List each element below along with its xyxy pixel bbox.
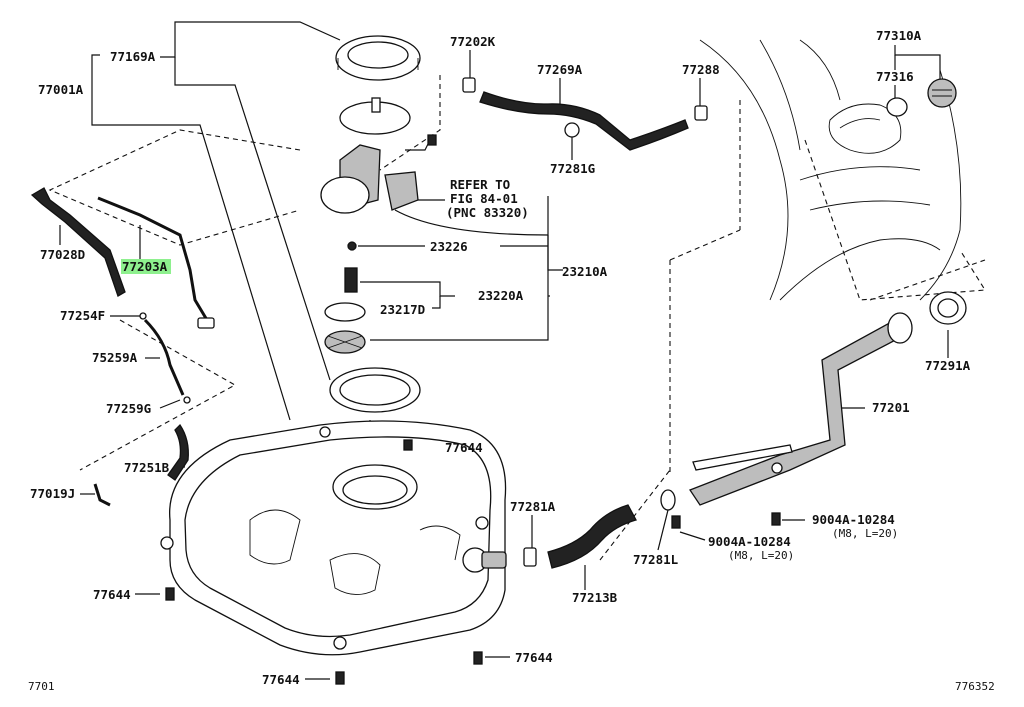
label-77316[interactable]: 77316 xyxy=(876,69,914,84)
label-77644-d[interactable]: 77644 xyxy=(515,650,553,665)
bolt-77644-a xyxy=(403,439,413,451)
bolt-9004a-a xyxy=(771,512,781,526)
page-ref-left: 7701 xyxy=(28,680,55,693)
clip-77019j xyxy=(93,483,111,507)
label-77291a[interactable]: 77291A xyxy=(925,358,971,373)
label-23220a[interactable]: 23220A xyxy=(478,288,524,303)
refer-line-3: (PNC 83320) xyxy=(446,205,529,220)
label-77001a[interactable]: 77001A xyxy=(38,82,84,97)
label-77310a[interactable]: 77310A xyxy=(876,28,922,43)
refer-line-2[interactable]: FIG 84-01 xyxy=(450,191,518,206)
part-highlight xyxy=(121,259,171,274)
label-77644-a[interactable]: 77644 xyxy=(445,440,483,455)
label-23217d[interactable]: 23217D xyxy=(380,302,425,317)
clamp-77281g xyxy=(564,122,580,138)
pump-gasket xyxy=(329,367,421,413)
bolts xyxy=(165,439,781,685)
label-9004a-right[interactable]: 9004A-10284 xyxy=(812,512,895,527)
label-77644-c[interactable]: 77644 xyxy=(262,672,300,687)
clamp-77281a xyxy=(523,547,537,567)
pump-module xyxy=(320,144,419,251)
labels: 77169A 77001A 77202K 77269A 77288 77310A… xyxy=(28,28,995,693)
hose-77269a xyxy=(479,91,689,151)
bolt-9004a-b xyxy=(671,515,681,529)
hose-77213b xyxy=(547,504,637,569)
clamp-77288 xyxy=(694,105,708,121)
label-77269a[interactable]: 77269A xyxy=(537,62,583,77)
filler-neck-seal-77291a xyxy=(929,291,967,325)
label-77281l[interactable]: 77281L xyxy=(633,552,679,567)
label-77254f[interactable]: 77254F xyxy=(60,308,105,323)
bolt-77644-d xyxy=(473,651,483,665)
fuel-tank[interactable] xyxy=(160,420,507,656)
label-77028d[interactable]: 77028D xyxy=(40,247,85,262)
bolt-77644-c xyxy=(335,671,345,685)
label-77251b[interactable]: 77251B xyxy=(124,460,170,475)
clamp-77281l xyxy=(660,489,676,511)
label-9004a-right-spec: (M8, L=20) xyxy=(832,527,898,540)
label-77644-b[interactable]: 77644 xyxy=(93,587,131,602)
label-23226[interactable]: 23226 xyxy=(430,239,468,254)
label-77203a[interactable]: 77203A xyxy=(122,259,168,274)
pump-lock-ring xyxy=(335,35,421,81)
hose-77251b xyxy=(167,423,189,481)
label-77201[interactable]: 77201 xyxy=(872,400,910,415)
label-77281g[interactable]: 77281G xyxy=(550,161,595,176)
label-75259a[interactable]: 75259A xyxy=(92,350,138,365)
label-23210a[interactable]: 23210A xyxy=(562,264,608,279)
filler-cap xyxy=(927,78,957,108)
cap-gasket-77316 xyxy=(886,97,908,117)
label-77213b[interactable]: 77213B xyxy=(572,590,618,605)
fuel-filter-parts xyxy=(324,267,366,354)
label-9004a-left[interactable]: 9004A-10284 xyxy=(708,534,791,549)
vehicle-body-outline xyxy=(699,39,962,301)
page-ref-right: 776352 xyxy=(955,680,995,693)
harness-77203a xyxy=(97,196,215,329)
label-77202k[interactable]: 77202K xyxy=(450,34,496,49)
bolt-77644-b xyxy=(165,587,175,601)
tank-outlet-fitting xyxy=(462,547,507,573)
label-77281a[interactable]: 77281A xyxy=(510,499,556,514)
pump-flange xyxy=(339,97,437,151)
label-77288[interactable]: 77288 xyxy=(682,62,720,77)
filler-pipe-77201 xyxy=(689,312,913,506)
refer-line-1: REFER TO xyxy=(450,177,510,192)
label-77019j[interactable]: 77019J xyxy=(30,486,75,501)
label-77169a[interactable]: 77169A xyxy=(110,49,156,64)
harness-75259a xyxy=(139,312,191,404)
label-77259g[interactable]: 77259G xyxy=(106,401,151,416)
label-9004a-left-spec: (M8, L=20) xyxy=(728,549,794,562)
dashed-leaders xyxy=(48,75,986,561)
clamp-77202k xyxy=(462,77,476,93)
harness-77028d xyxy=(30,187,126,297)
